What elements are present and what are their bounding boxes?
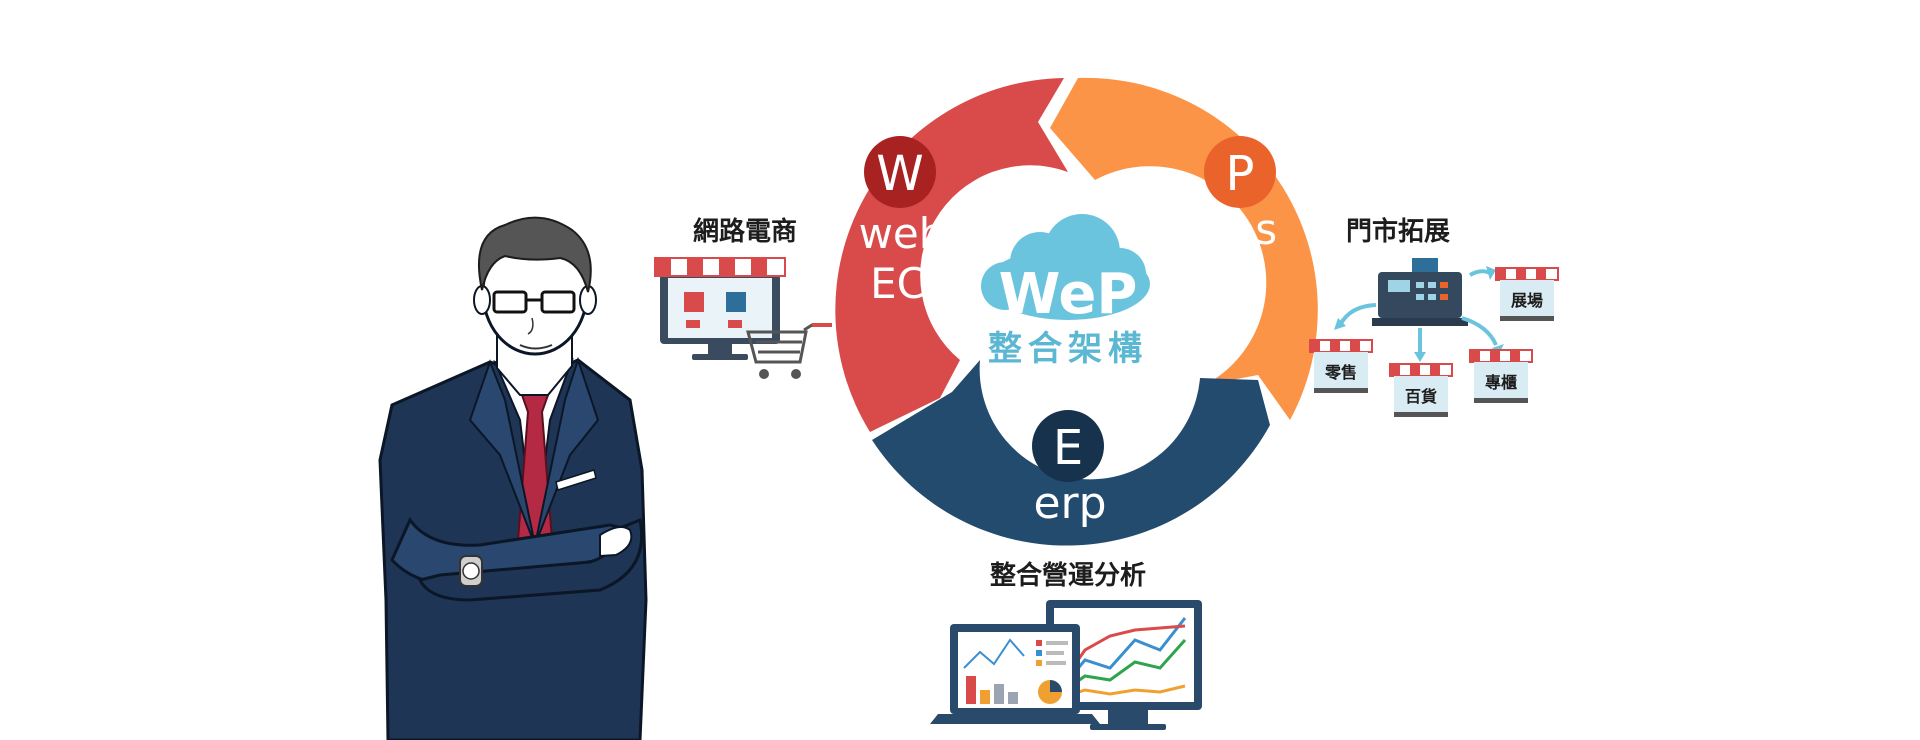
cash-register-icon xyxy=(1372,258,1468,326)
web-badge xyxy=(864,136,936,208)
wep-cycle: WeP 整合架構 W web EC P pos E erp xyxy=(835,77,1318,546)
brand-subtitle: 整合架構 xyxy=(988,329,1148,369)
web-label: web xyxy=(859,209,946,258)
analytics-illustration: 整合營運分析 xyxy=(930,560,1202,730)
erp-label: erp xyxy=(1033,478,1106,529)
cloud-icon xyxy=(981,214,1150,320)
web-badge-letter: W xyxy=(876,146,923,202)
store-type-label: 展場 xyxy=(1511,291,1543,310)
ecommerce-caption: 網路電商 xyxy=(693,216,797,247)
pos-badge xyxy=(1204,136,1276,208)
shopping-cart-icon xyxy=(746,323,830,364)
pos-label: pos xyxy=(1203,205,1277,254)
analytics-caption: 整合營運分析 xyxy=(990,560,1146,591)
store-stall-exhibition: 展場 xyxy=(1495,267,1559,321)
laptop-icon xyxy=(930,624,1100,724)
store-expansion-illustration: 門市拓展 xyxy=(1309,216,1559,417)
shop-awning-icon xyxy=(654,257,786,277)
brand-title: WeP xyxy=(999,262,1138,327)
ec-label: EC xyxy=(870,259,926,308)
store-stall-department: 百貨 xyxy=(1389,363,1453,417)
pos-badge-letter: P xyxy=(1226,146,1255,202)
erp-badge-letter: E xyxy=(1053,420,1083,476)
monitor-icon xyxy=(1046,600,1202,730)
businessman-illustration xyxy=(378,216,648,740)
ecommerce-illustration: 網路電商 xyxy=(654,216,832,379)
segment-erp xyxy=(872,360,1270,546)
store-type-label: 零售 xyxy=(1324,363,1357,382)
erp-badge xyxy=(1032,410,1104,482)
store-expansion-caption: 門市拓展 xyxy=(1346,216,1450,247)
store-stall-counter: 專櫃 xyxy=(1469,349,1533,403)
store-type-label: 百貨 xyxy=(1405,387,1437,406)
store-stall-retail: 零售 xyxy=(1309,339,1373,393)
store-type-label: 專櫃 xyxy=(1485,373,1517,392)
